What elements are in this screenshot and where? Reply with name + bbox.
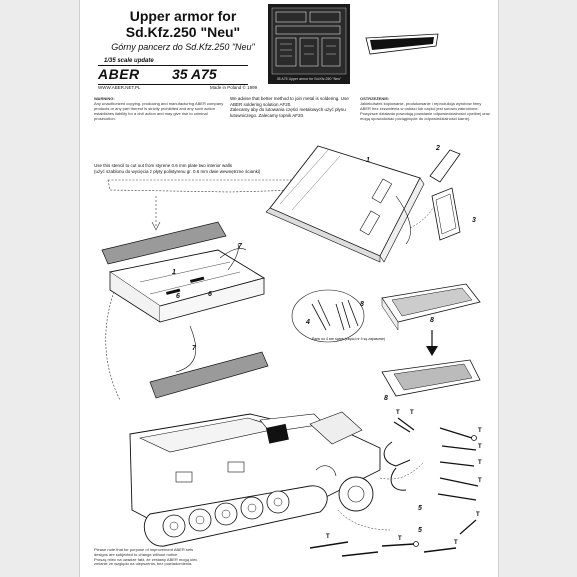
made-in-label: Made in Poland © 1999 (210, 85, 258, 90)
instruction-sheet: Upper armor for Sd.Kfz.250 "Neu" Górny p… (79, 0, 499, 577)
part-label-8a: 8 (360, 301, 364, 308)
part-label-6b: 6 (208, 291, 212, 298)
part-label-7a: 7 (238, 243, 243, 250)
part-label-5a: 5 (418, 527, 422, 534)
tool-mark-10: T (454, 540, 458, 546)
footer-line-1: Please note that for purpose of improvem… (94, 547, 194, 552)
tool-mark-9: T (398, 536, 402, 542)
detail-callout-circle (291, 289, 365, 343)
warning-polish-heading: OSTRZEŻENIE: (360, 96, 390, 101)
tool-mark-6: T (478, 478, 482, 484)
brand-bar (98, 65, 248, 85)
tool-mark-4: T (478, 444, 482, 450)
interior-wall-lower (149, 351, 269, 399)
tool-mark-5: T (478, 460, 482, 466)
assembly-diagram: 1 1 2 3 4 5 5 6 6 7 7 8 8 8 Parts no 4 a… (101, 145, 482, 557)
brand-logo: ABER (98, 66, 140, 82)
stencil-note: Use this stencil to cut out from styrene… (94, 163, 304, 174)
footer-line-2: designs are subjected to change without … (94, 551, 179, 557)
part-label-8c: 8 (384, 395, 388, 402)
title-line-1: Upper armor for (129, 8, 237, 24)
tool-mark-3: T (478, 428, 482, 434)
upper-armor-plate-1 (269, 145, 421, 257)
photo-etch-caption: 35 A75 Upper armor for Sd.Kfz.250 "Neu" (277, 77, 342, 81)
advice-english: We advise that better method to join met… (230, 96, 349, 107)
stencil-outline (107, 179, 303, 193)
hatch-frame-part-3 (431, 187, 461, 241)
warning-english-heading: WARNING: (94, 96, 115, 101)
stencil-note-english: Use this stencil to cut out from styrene… (94, 163, 233, 168)
tool-mark-2: T (410, 410, 414, 416)
scale-label: 1/35 scale update (104, 58, 154, 64)
tool-mark-7: T (476, 512, 480, 518)
title-polish: Górny pancerz do Sd.Kfz.250 "Neu" (111, 42, 255, 52)
part-label-5b: 5 (418, 505, 422, 512)
part-label-7b: 7 (192, 345, 197, 352)
tool-mark-1: T (396, 410, 400, 416)
tool-mark-8: T (326, 534, 330, 540)
footer-line-4: zmianie ze względu na ulepszenia, bez po… (94, 561, 193, 567)
warning-english: WARNING: Any unauthorized copying, produ… (94, 96, 224, 121)
front-wheel (338, 476, 374, 512)
title-line-2: Sd.Kfz.250 "Neu" (125, 24, 241, 40)
part-label-6a: 6 (176, 293, 180, 300)
footer-line-3: Proszę mieć na uwadze fakt, że zestawy A… (94, 556, 198, 562)
part-label-2: 2 (435, 145, 440, 152)
hatch-lid-part-2 (429, 149, 461, 183)
footer-note: Please note that for purpose of improvem… (94, 547, 234, 567)
part-label-4: 4 (305, 319, 310, 326)
photo-etch-fret: 35 A75 Upper armor for Sd.Kfz.250 "Neu" (268, 4, 350, 84)
advice-polish: Zalecamy aby do lutowania części metalow… (230, 107, 346, 118)
warning-english-text: Any unauthorized copying, producing and … (94, 101, 224, 121)
part-label-1a: 1 (172, 269, 176, 276)
part-label-8b: 8 (430, 317, 434, 324)
warning-polish: OSTRZEŻENIE: Jakiekolwiek kopiowanie, pr… (360, 96, 490, 121)
advice-note: We advise that better method to join met… (230, 96, 350, 118)
website-link[interactable]: WWW.ABER.NET.PL (98, 85, 141, 90)
title: Upper armor for Sd.Kfz.250 "Neu" (108, 8, 258, 40)
warning-polish-text: Jakiekolwiek kopiowanie, produkowanie i … (360, 101, 490, 121)
part-label-3: 3 (472, 217, 476, 224)
catalog-number: 35 A75 (172, 66, 217, 82)
interior-wall-upper (101, 221, 227, 265)
part-label-1b: 1 (366, 157, 370, 164)
styrene-strip-thumbnail (365, 33, 439, 55)
spare-parts-note: Parts no 4 are spare (części nr 4 są zap… (312, 337, 385, 341)
stencil-note-polish: (użyć szablonu do wycięcia z płyty polis… (94, 168, 261, 174)
